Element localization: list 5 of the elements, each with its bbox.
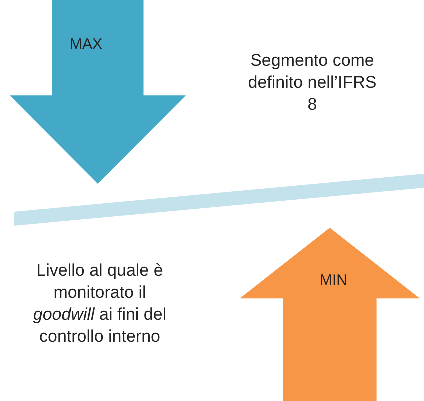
- description-text: Livello al quale è monitorato il goodwill ai fini del controllo interno: [32, 260, 168, 348]
- arrow-label: MAX: [70, 36, 103, 53]
- arrow-label: MIN: [320, 272, 348, 289]
- divider-bar: [14, 174, 424, 226]
- description-text: Segmento come definito nell’IFRS 8: [247, 50, 378, 116]
